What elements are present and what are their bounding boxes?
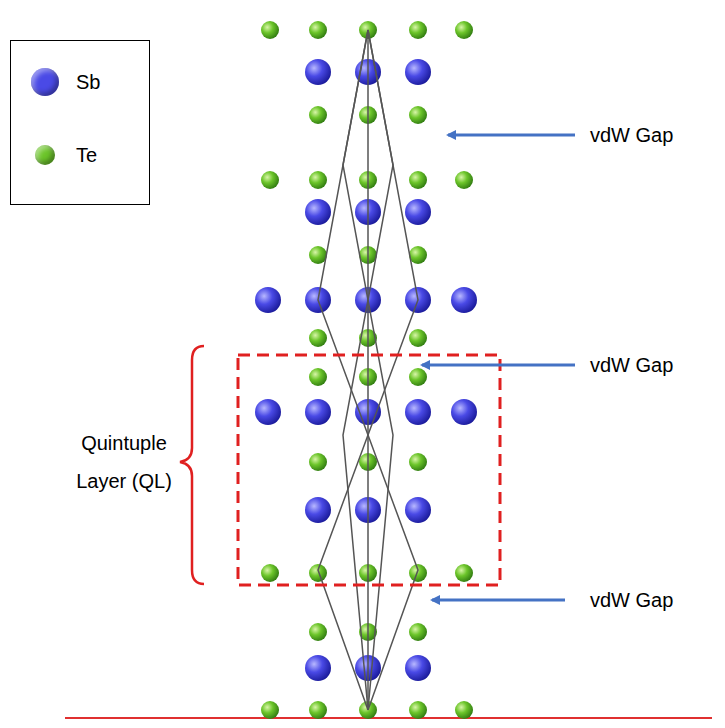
gap-label: vdW Gap — [590, 588, 673, 612]
ql-dashed-box — [238, 355, 500, 585]
legend-swatch — [35, 145, 55, 165]
legend-swatch — [31, 68, 59, 96]
gap-label: vdW Gap — [590, 123, 673, 147]
unit-cell-lines — [318, 30, 418, 710]
ql-brace — [180, 346, 204, 584]
gap-arrows — [422, 135, 575, 600]
legend-text: Sb — [76, 70, 100, 94]
gap-label: vdW Gap — [590, 353, 673, 377]
layer-label: Quintuple Layer (QL) — [66, 424, 182, 500]
atoms — [255, 21, 477, 719]
substrate-line — [65, 717, 712, 719]
legend-text: Te — [76, 143, 97, 167]
legend-box — [10, 40, 150, 205]
